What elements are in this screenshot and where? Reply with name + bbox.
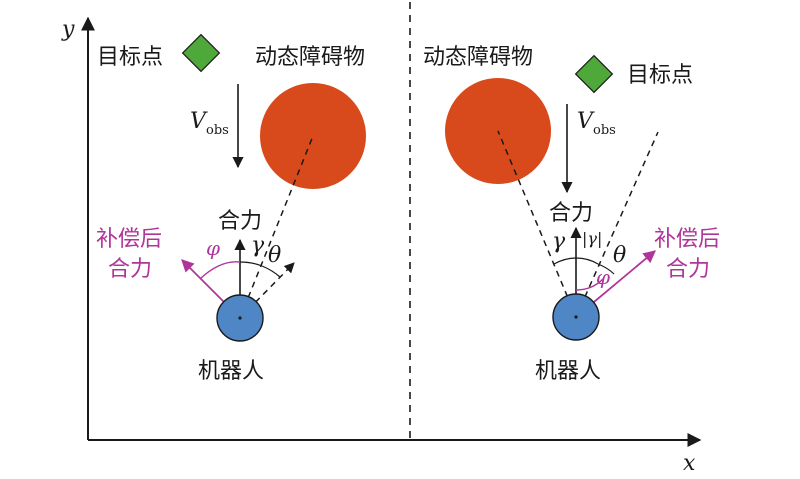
left-resultant-label: 合力 [218, 209, 262, 234]
y-axis-label: y [61, 17, 75, 42]
left-phi-arc [199, 261, 241, 280]
left-target-diamond [181, 33, 221, 73]
right-target-label: 目标点 [627, 63, 693, 88]
left-velocity-subscript: obs [206, 123, 229, 138]
left-obstacle [260, 83, 366, 189]
right-obstacle-label: 动态障碍物 [423, 45, 533, 70]
left-robot-label: 机器人 [198, 359, 264, 384]
right-robot-label: 机器人 [535, 359, 601, 384]
right-theta-arc [597, 263, 615, 275]
right-compensated-line1: 补偿后 [654, 227, 720, 252]
left-gamma-label: γ [251, 233, 265, 258]
left-robot-center [238, 316, 242, 320]
right-phi-arc [575, 278, 604, 291]
right-gamma-label: γ [552, 229, 566, 254]
right-phi-label: φ [596, 265, 610, 289]
right-theta-label: θ [613, 243, 626, 268]
right-abs-gamma-arc [575, 257, 599, 265]
left-obstacle-label: 动态障碍物 [255, 45, 365, 70]
right-theta-dash-line [575, 131, 659, 318]
left-gamma-arc [239, 261, 263, 267]
right-obstacle [445, 78, 551, 184]
right-compensated-line2: 合力 [666, 257, 710, 282]
left-panel: 目标点 动态障碍物 V obs 合力 补偿后 合力 φ γ θ 机器人 [96, 33, 366, 384]
right-robot-center [574, 315, 578, 319]
right-robot-to-obstacle-dash [497, 130, 577, 318]
right-abs-gamma-label: |γ| [582, 229, 602, 248]
left-theta-arc [261, 265, 281, 278]
right-velocity-subscript: obs [593, 123, 616, 138]
right-velocity-label: V [577, 109, 595, 134]
left-compensated-line2: 合力 [108, 257, 152, 282]
x-axis-label: x [683, 451, 696, 476]
left-velocity-label: V [190, 109, 208, 134]
left-target-label: 目标点 [97, 45, 163, 70]
right-gamma-arc [553, 257, 577, 265]
right-target-diamond [574, 54, 614, 94]
right-resultant-label: 合力 [549, 201, 593, 226]
right-panel: 动态障碍物 目标点 V obs 合力 补偿后 合力 γ |γ| θ φ 机器人 [423, 45, 720, 384]
left-phi-label: φ [206, 236, 220, 260]
left-compensated-line1: 补偿后 [96, 227, 162, 252]
left-theta-label: θ [268, 243, 281, 268]
